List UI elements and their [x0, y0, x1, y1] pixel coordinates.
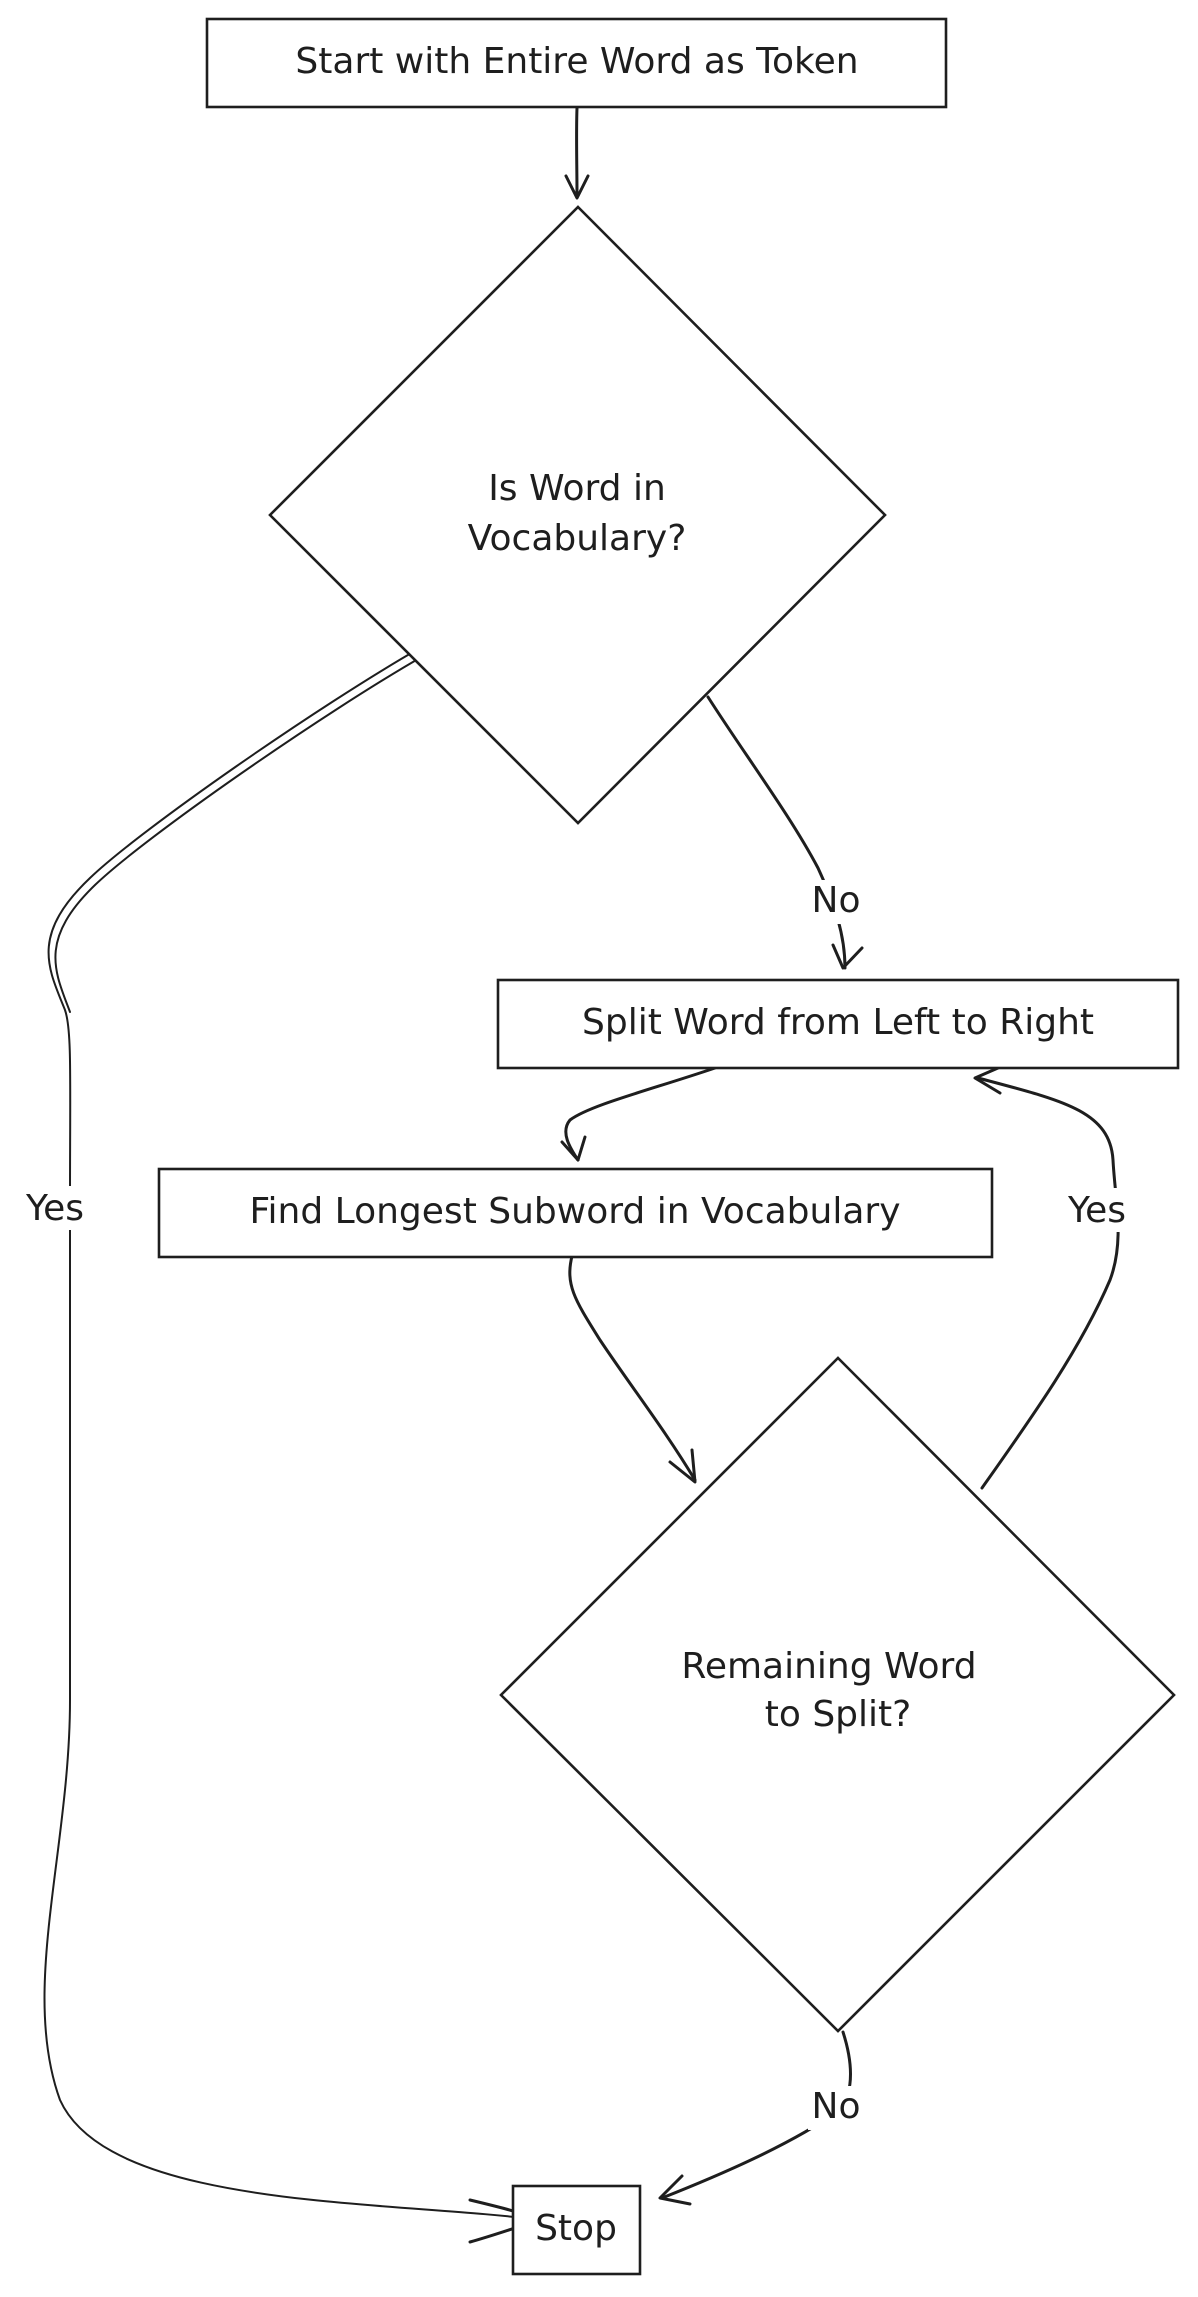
edge-label-remaining-yes: Yes	[1067, 1190, 1126, 1231]
edge-remaining-no: No	[658, 2030, 862, 2206]
node-remaining-label-line1: Remaining Word	[681, 1646, 976, 1687]
node-find[interactable]: Find Longest Subword in Vocabulary	[157, 1167, 994, 1259]
node-in-vocab-label-line2: Vocabulary?	[468, 518, 687, 559]
edge-in-vocab-no: No	[706, 695, 864, 970]
node-split-label: Split Word from Left to Right	[582, 1002, 1094, 1043]
node-remaining[interactable]: Remaining Word to Split?	[499, 1356, 1176, 2033]
edge-label-in-vocab-yes: Yes	[25, 1188, 84, 1229]
node-in-vocab-label-line1: Is Word in	[488, 468, 666, 509]
node-stop-label: Stop	[535, 2208, 617, 2249]
node-in-vocab[interactable]: Is Word in Vocabulary?	[268, 205, 887, 825]
node-split[interactable]: Split Word from Left to Right	[496, 978, 1180, 1070]
edge-in-vocab-yes: Yes	[18, 647, 542, 2244]
node-stop[interactable]: Stop	[511, 2184, 642, 2276]
edge-remaining-yes: Yes	[973, 1066, 1134, 1490]
edge-label-in-vocab-no: No	[812, 880, 861, 921]
edge-label-remaining-no: No	[812, 2086, 861, 2127]
edge-split-to-find	[560, 1066, 717, 1162]
edge-start-to-in-vocab	[564, 106, 590, 200]
node-start[interactable]: Start with Entire Word as Token	[205, 17, 948, 109]
edge-find-to-remaining	[568, 1254, 697, 1484]
node-find-label: Find Longest Subword in Vocabulary	[249, 1191, 900, 1232]
node-start-label: Start with Entire Word as Token	[295, 41, 858, 82]
node-remaining-label-line2: to Split?	[765, 1694, 912, 1735]
